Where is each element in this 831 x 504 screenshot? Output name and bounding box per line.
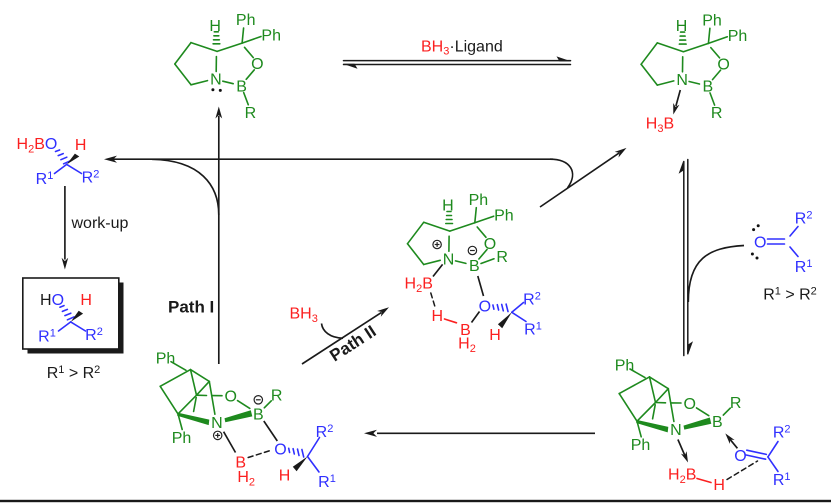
svg-text:B: B <box>460 322 471 339</box>
svg-text:Path I: Path I <box>168 297 214 316</box>
svg-text:BH3: BH3 <box>290 306 318 326</box>
svg-text:H2BO: H2BO <box>17 136 58 156</box>
svg-text:work-up: work-up <box>71 215 129 232</box>
svg-text:O: O <box>754 234 766 251</box>
svg-text:O: O <box>479 299 491 316</box>
svg-text:H: H <box>432 308 444 325</box>
svg-text:O: O <box>274 441 286 458</box>
svg-text:H3B: H3B <box>646 115 674 135</box>
svg-text:H: H <box>75 137 87 154</box>
svg-text:H2B: H2B <box>405 276 433 296</box>
svg-text:H: H <box>279 468 291 485</box>
svg-text:BH3·Ligand: BH3·Ligand <box>421 39 503 58</box>
svg-text:B: B <box>235 454 246 471</box>
svg-text:O: O <box>734 448 746 465</box>
svg-text:H: H <box>80 292 92 309</box>
svg-text:R1 > R2: R1 > R2 <box>47 364 101 382</box>
svg-text:H: H <box>713 477 725 494</box>
svg-text:R1 > R2: R1 > R2 <box>763 285 817 303</box>
svg-text:R: R <box>496 249 508 266</box>
svg-text:H2B: H2B <box>668 466 696 486</box>
svg-text:H: H <box>489 327 501 344</box>
svg-text:HO: HO <box>40 292 64 309</box>
